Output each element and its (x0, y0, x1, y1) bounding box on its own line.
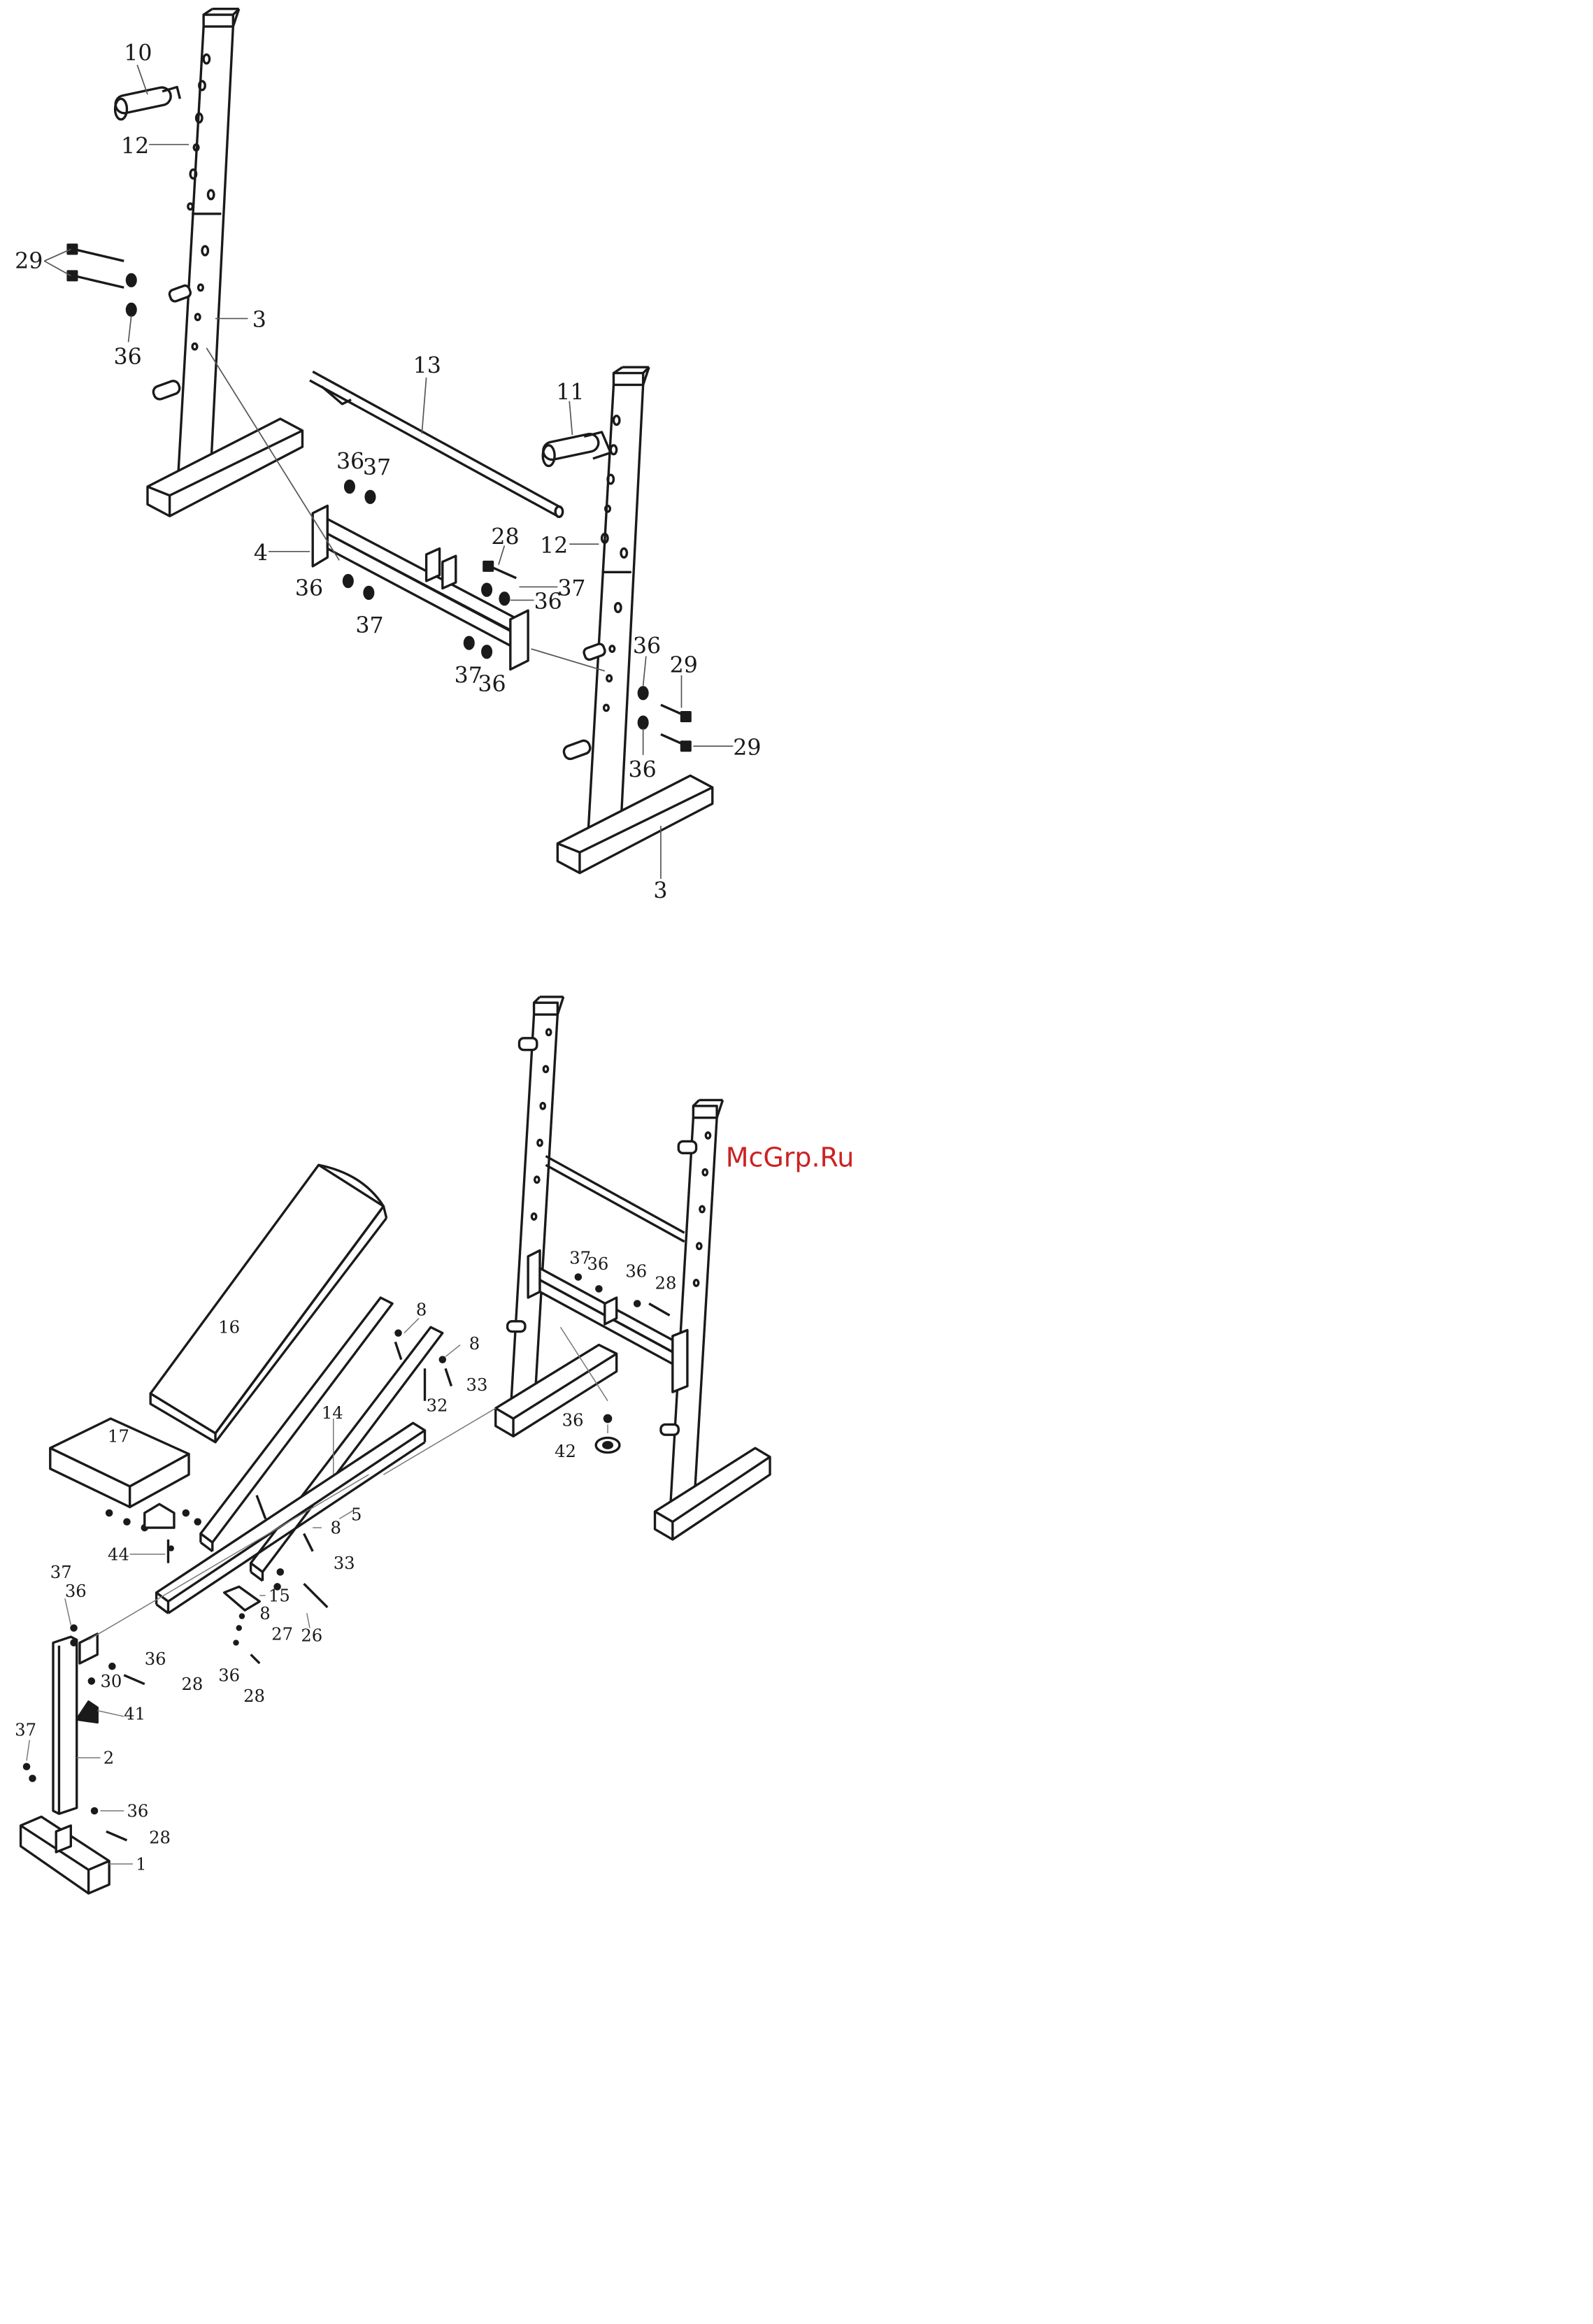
label-part-8: 8 (469, 1333, 480, 1354)
label-part-36: 36 (65, 1581, 87, 1601)
label-part-8: 8 (259, 1603, 270, 1623)
main-frame-tube-5 (157, 1423, 425, 1613)
label-part-36: 36 (534, 589, 562, 615)
backrest-pad-16 (150, 1165, 386, 1442)
front-leg-2 (53, 1634, 97, 1814)
label-part-2: 2 (103, 1748, 114, 1768)
label-part-36: 36 (562, 1410, 584, 1430)
label-part-36: 36 (587, 1254, 609, 1274)
diagram-bottom-bench-assembly (21, 997, 770, 1893)
label-part-8: 8 (416, 1299, 427, 1319)
label-part-29: 29 (670, 653, 698, 678)
label-part-29: 29 (733, 736, 761, 761)
label-part-33: 33 (466, 1375, 488, 1395)
label-part-11: 11 (556, 380, 584, 406)
label-part-28: 28 (149, 1827, 171, 1847)
j-hook-11 (541, 432, 610, 466)
label-part-28: 28 (491, 524, 519, 550)
front-foot-1 (21, 1816, 110, 1893)
bolts-29-right (638, 687, 690, 751)
label-part-36: 36 (633, 633, 661, 659)
label-part-37: 37 (15, 1719, 36, 1740)
label-part-36: 36 (478, 672, 506, 697)
roller-bracket-41 (77, 1702, 98, 1723)
label-part-42: 42 (555, 1441, 576, 1461)
label-part-30: 30 (100, 1671, 122, 1691)
label-part-32: 32 (427, 1395, 448, 1415)
label-part-27: 27 (271, 1623, 293, 1644)
bolts-29-left (68, 245, 136, 315)
label-part-28: 28 (655, 1272, 677, 1293)
rack-left-upright (508, 997, 564, 1416)
label-part-14: 14 (322, 1403, 343, 1423)
label-part-36: 36 (629, 758, 657, 783)
label-part-29: 29 (15, 249, 43, 274)
label-part-10: 10 (124, 41, 152, 66)
label-part-15: 15 (269, 1586, 290, 1606)
label-part-41: 41 (124, 1703, 145, 1723)
label-part-33: 33 (334, 1553, 355, 1573)
watermark-text: McGrp.Ru (726, 1142, 855, 1172)
label-part-36: 36 (625, 1261, 647, 1282)
label-part-13: 13 (413, 354, 441, 379)
label-part-36: 36 (113, 345, 141, 370)
bar-13 (310, 372, 563, 517)
rack-right-upright (661, 1100, 723, 1519)
label-part-44: 44 (108, 1544, 129, 1564)
left-upright-post (177, 9, 239, 496)
label-part-36: 36 (218, 1665, 240, 1685)
label-part-1: 1 (136, 1853, 146, 1874)
left-base-foot (148, 419, 302, 516)
label-part-12: 12 (540, 533, 568, 559)
label-part-3: 3 (252, 308, 266, 333)
label-part-37: 37 (50, 1562, 72, 1582)
label-part-36: 36 (127, 1800, 148, 1821)
label-part-4: 4 (254, 540, 268, 566)
label-part-26: 26 (301, 1625, 322, 1645)
right-base-foot (557, 775, 712, 873)
label-part-8: 8 (331, 1518, 341, 1538)
label-part-3: 3 (653, 878, 667, 903)
knob-42 (596, 1437, 620, 1452)
label-part-36: 36 (295, 576, 323, 601)
label-part-36: 36 (336, 450, 364, 475)
label-part-17: 17 (108, 1426, 129, 1447)
label-part-16: 16 (218, 1317, 240, 1337)
label-part-36: 36 (145, 1649, 166, 1669)
label-part-12: 12 (121, 134, 149, 159)
label-part-37: 37 (363, 455, 391, 480)
label-part-37: 37 (355, 613, 383, 638)
label-part-28: 28 (181, 1674, 203, 1694)
label-part-5: 5 (351, 1505, 362, 1525)
part-number-labels-top: 10 12 29 36 3 13 11 36 37 4 12 28 36 37 … (15, 41, 761, 903)
label-part-28: 28 (243, 1686, 265, 1706)
